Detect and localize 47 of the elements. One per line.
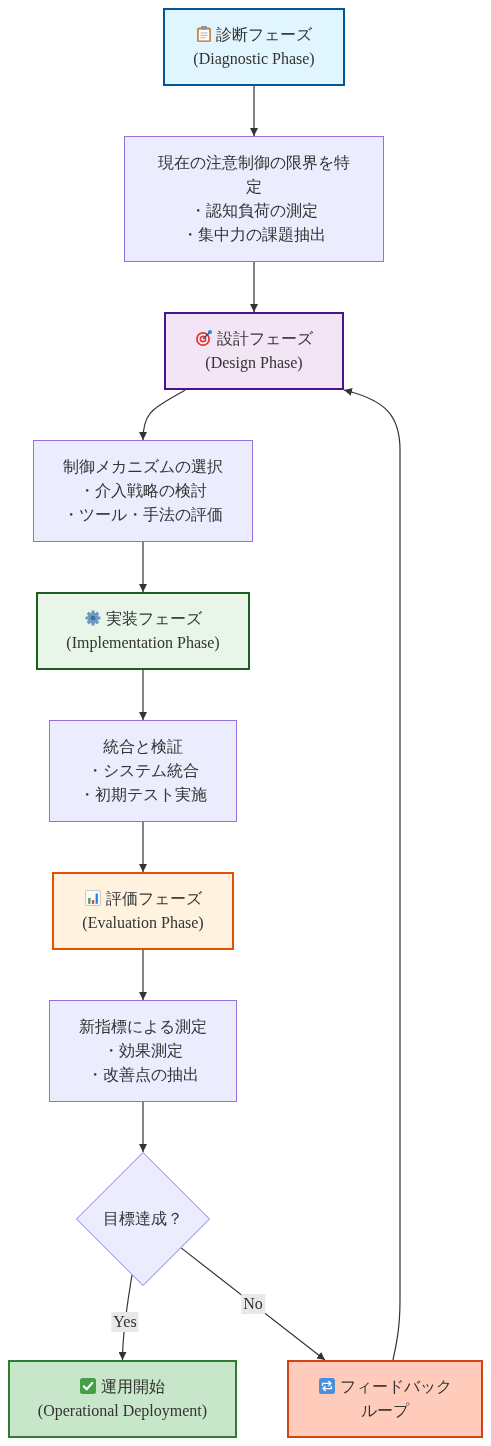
box-title: 設計フェーズ [216, 330, 313, 347]
bullet-item: ・認知負荷の測定 [190, 201, 318, 221]
arrow [180, 1247, 326, 1361]
process-box [49, 1000, 237, 1102]
box-subtitle: (Operational Deployment) [37, 1401, 208, 1422]
arrow [139, 669, 147, 721]
phase-box [52, 872, 234, 950]
outcome-box [8, 1360, 237, 1438]
box-subtitle: (Implementation Phase) [66, 633, 220, 654]
arrow [250, 261, 258, 313]
box-title: フィードバックループ [339, 1378, 452, 1419]
box-title: 実装フェーズ [105, 610, 202, 627]
decision-label: 目標達成？ [103, 1209, 183, 1229]
arrow [139, 541, 147, 593]
bullet-item: ・初期テスト実施 [79, 785, 207, 805]
outcome-box [287, 1360, 483, 1438]
process-box [33, 440, 253, 542]
box-subtitle: (Evaluation Phase) [82, 913, 204, 934]
box-heading: 制御メカニズムの選択 [63, 457, 223, 477]
box-heading: 新指標による測定 [79, 1017, 207, 1037]
bullet-item: ・効果測定 [103, 1041, 183, 1061]
bullet-item: ・改善点の抽出 [87, 1065, 199, 1085]
arrow [250, 85, 258, 137]
box-title: 評価フェーズ [105, 890, 202, 907]
box-subtitle: (Diagnostic Phase) [193, 49, 315, 70]
arrow [139, 821, 147, 873]
bullet-item: ・ツール・手法の評価 [63, 505, 223, 525]
decision-diamond [76, 1152, 210, 1286]
edge-label: No [241, 1293, 265, 1314]
phase-box [36, 592, 250, 670]
bullet-item: ・システム統合 [87, 761, 199, 781]
arrow [343, 388, 401, 1361]
edge-label: Yes [111, 1311, 139, 1332]
process-box [124, 136, 384, 262]
arrow [139, 389, 186, 441]
process-box [49, 720, 237, 822]
bullet-item: ・介入戦略の検討 [79, 481, 207, 501]
box-subtitle: (Design Phase) [205, 353, 303, 374]
phase-box [164, 312, 344, 390]
box-title: 運用開始 [101, 1378, 165, 1395]
phase-box [163, 8, 345, 86]
box-heading: 現在の注意制御の限界を特定 [157, 153, 351, 197]
box-heading: 統合と検証 [103, 737, 183, 757]
arrow [139, 949, 147, 1001]
arrow [139, 1101, 147, 1153]
bullet-item: ・集中力の課題抽出 [182, 225, 326, 245]
box-title: 診断フェーズ [215, 26, 312, 43]
